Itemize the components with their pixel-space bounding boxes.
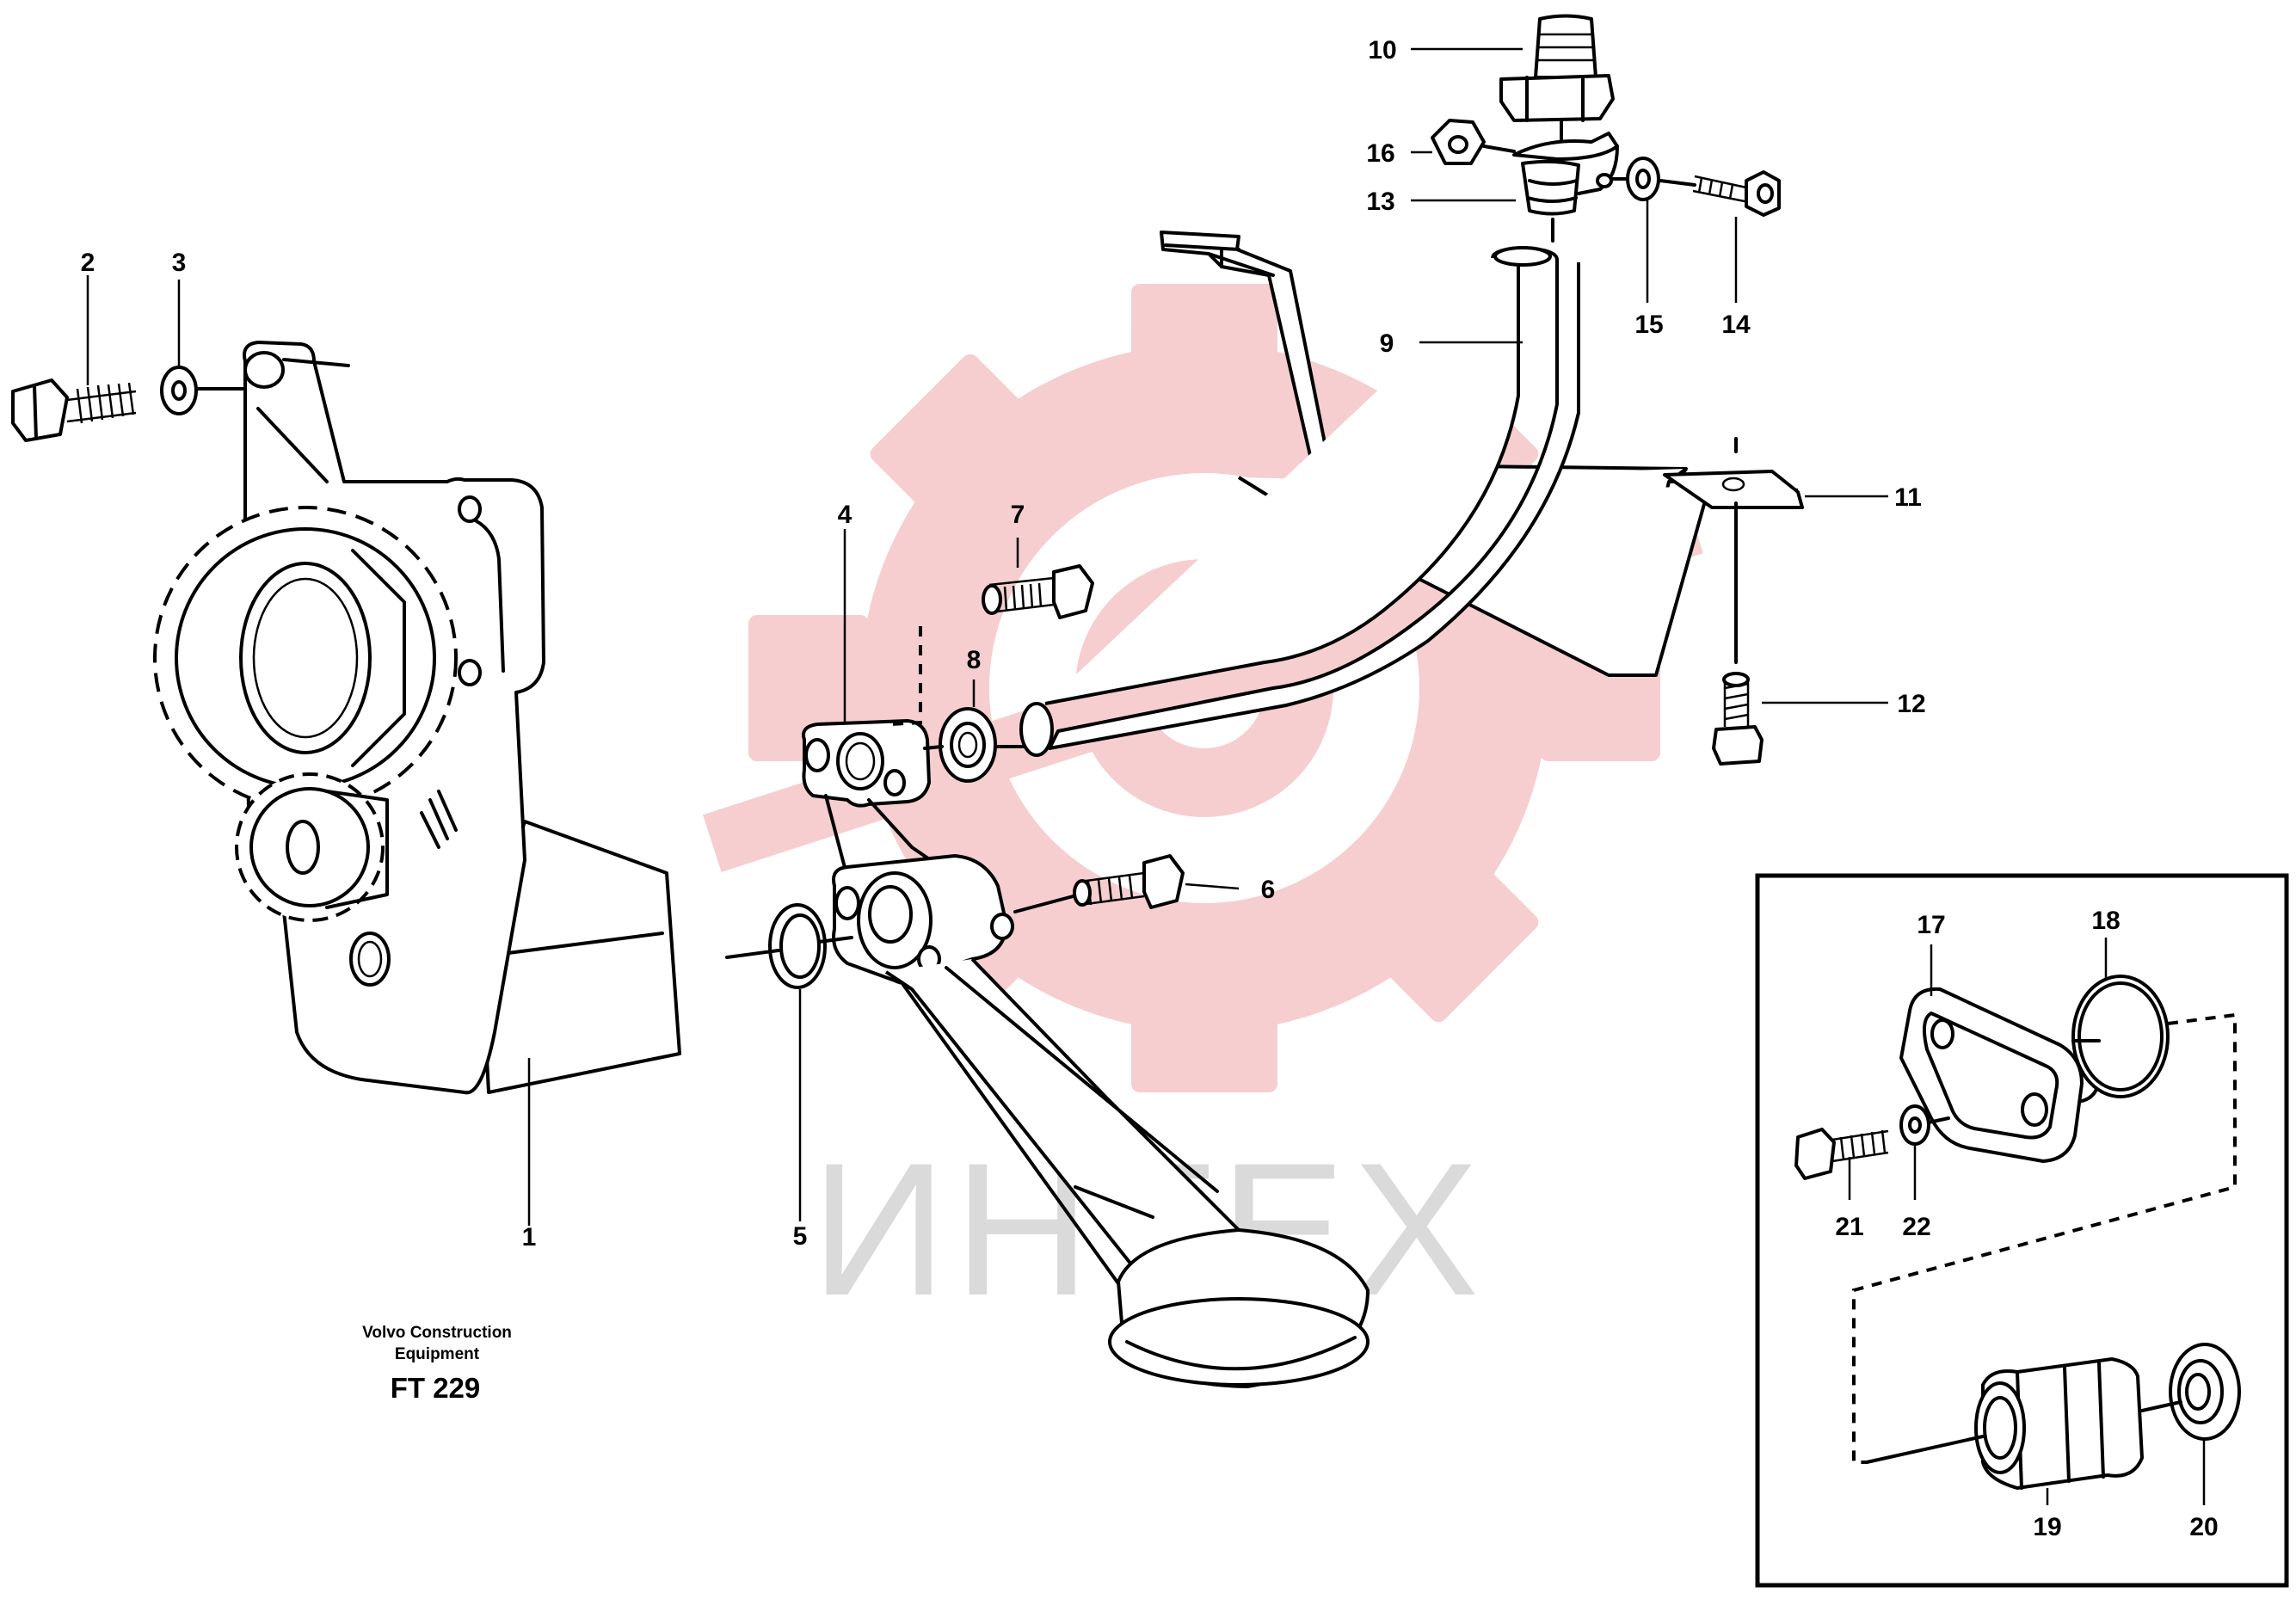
bushing-19 [1865, 1357, 2144, 1490]
seal-20 [2140, 1343, 2241, 1441]
drive-gear [153, 506, 458, 810]
oil-pipe-9 [1019, 246, 1580, 757]
idler-gear [235, 772, 389, 922]
nut-16 [1431, 119, 1516, 165]
callout-21: 21 [1835, 1213, 1863, 1241]
callout-13: 13 [1366, 188, 1394, 216]
callout-15: 15 [1634, 311, 1663, 339]
callout-10: 10 [1368, 36, 1396, 65]
inset-detail-box [1755, 873, 2289, 1588]
watermark-gear-logo [703, 284, 1703, 1092]
bolt-7 [889, 564, 1094, 726]
leader-lines [86, 47, 2206, 1505]
oil-pump-housing [153, 341, 681, 1095]
callout-labels: 1 2 3 4 5 6 7 8 9 10 11 12 13 14 15 16 1… [81, 36, 2219, 1541]
o-ring-18 [1852, 975, 2237, 1464]
o-ring-5 [725, 903, 853, 989]
caption-company-line1: Volvo Construction [362, 1324, 512, 1342]
callout-5: 5 [793, 1222, 808, 1251]
callout-8: 8 [967, 646, 982, 674]
caption-company-line2: Equipment [395, 1345, 480, 1363]
callout-20: 20 [2189, 1513, 2218, 1541]
callout-3: 3 [172, 249, 187, 277]
bolt-21 [1794, 1128, 1889, 1180]
bolt-2 [11, 378, 137, 442]
callout-4: 4 [838, 501, 853, 529]
screw-14 [1692, 170, 1781, 217]
callout-22: 22 [1902, 1213, 1930, 1241]
caption-drawing-code: FT 229 [391, 1372, 481, 1404]
connector-10 [1499, 14, 1615, 161]
callout-9: 9 [1380, 329, 1394, 358]
callout-16: 16 [1366, 139, 1394, 168]
callout-2: 2 [81, 249, 95, 277]
washer-15 [1611, 157, 1696, 201]
callout-17: 17 [1917, 911, 1945, 939]
callout-12: 12 [1897, 690, 1925, 718]
callout-1: 1 [522, 1223, 537, 1252]
callout-18: 18 [2091, 907, 2120, 935]
drawing-caption: Volvo Construction Equipment FT 229 [362, 1324, 512, 1404]
suction-pipe-4 [802, 719, 1370, 1388]
bolt-12 [1712, 437, 1764, 766]
callout-19: 19 [2033, 1513, 2061, 1541]
clamp-13 [1512, 132, 1619, 243]
cover-17 [1899, 987, 2101, 1163]
washer-3 [160, 366, 247, 415]
callout-6: 6 [1261, 876, 1276, 904]
callout-11: 11 [1894, 483, 1922, 512]
callout-14: 14 [1721, 311, 1751, 339]
callout-7: 7 [1011, 501, 1025, 529]
bolt-6 [1013, 854, 1185, 913]
